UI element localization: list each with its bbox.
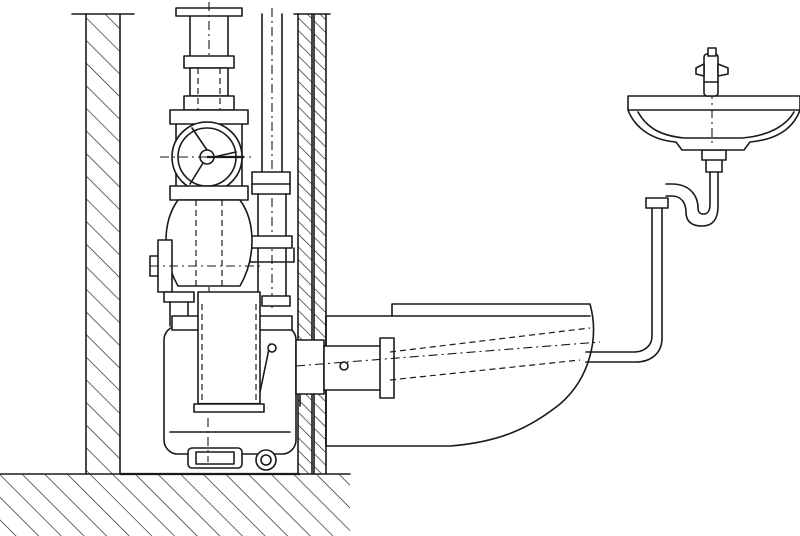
vertical-drain-pipe bbox=[175, 2, 243, 462]
wall-hung-toilet bbox=[295, 303, 601, 447]
washbasin bbox=[627, 90, 800, 151]
basin-drain-line bbox=[585, 197, 669, 363]
floor-slab bbox=[0, 472, 351, 536]
pump-body bbox=[149, 199, 260, 327]
vent-pipe bbox=[249, 8, 295, 310]
gate-valve bbox=[160, 109, 252, 201]
left-wall bbox=[71, 13, 135, 475]
p-trap bbox=[665, 149, 727, 227]
mixer-tap-icon bbox=[695, 47, 729, 97]
lifting-station-tank bbox=[163, 291, 301, 471]
